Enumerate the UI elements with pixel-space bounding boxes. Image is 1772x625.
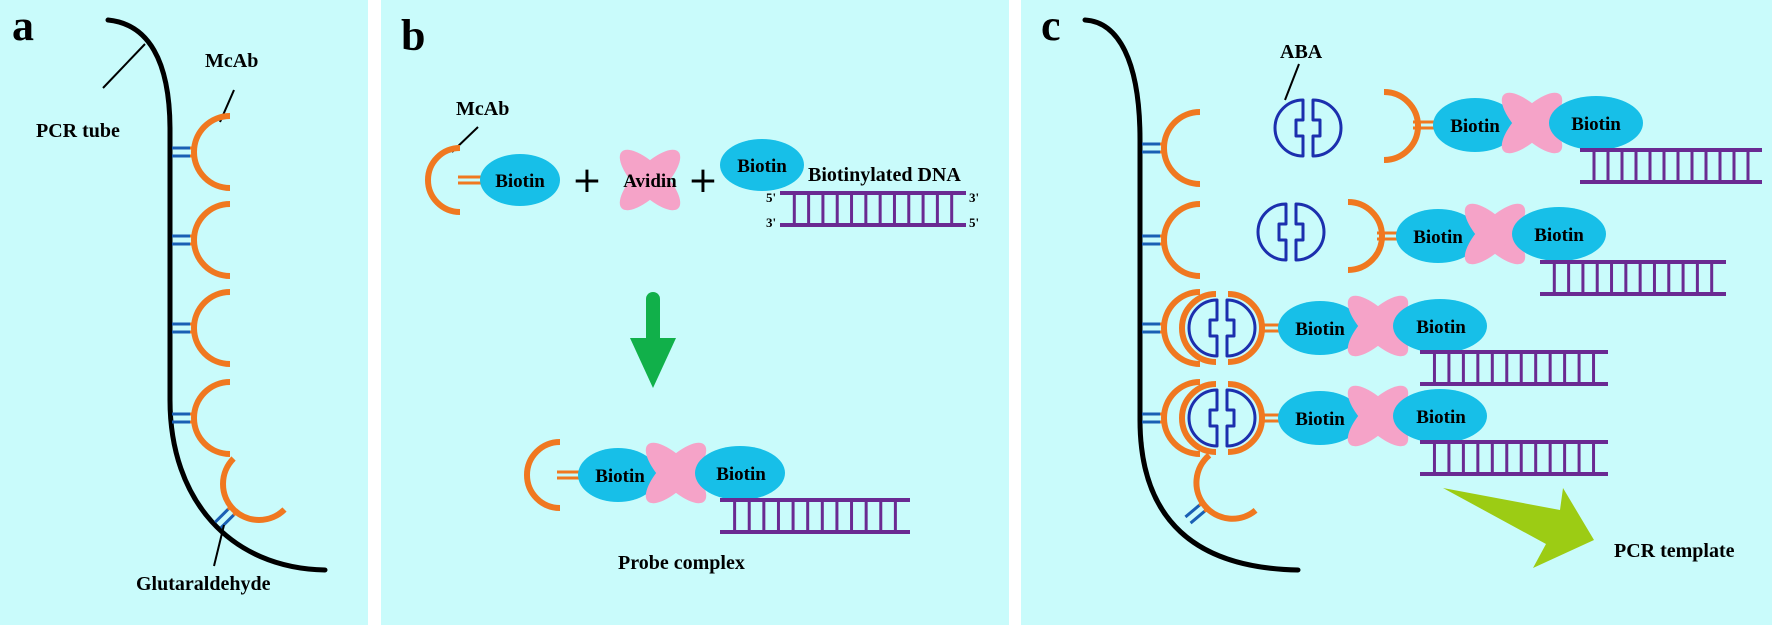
aba-label: ABA <box>1280 41 1323 63</box>
biotin-label-c2a: Biotin <box>1413 227 1463 248</box>
biotin-label-c4b: Biotin <box>1416 407 1466 428</box>
probe-complex-label: Probe complex <box>618 552 745 574</box>
biotin-label-b4: Biotin <box>716 464 766 485</box>
probe-complex-c1: Biotin Biotin <box>1383 84 1762 184</box>
pcr-template-arrow <box>1443 488 1594 568</box>
panel-b-letter: b <box>401 11 425 60</box>
aba-bound-2 <box>1179 381 1265 455</box>
biotin-label-c1a: Biotin <box>1450 116 1500 137</box>
panel-c: c ABA <box>1041 1 1762 573</box>
biotin-label-b3: Biotin <box>595 466 645 487</box>
panel-a: a PCR tube McAb Glutaraldehyde <box>12 1 328 595</box>
plus-sign-2: + <box>688 160 718 201</box>
probe-complex-c2: Biotin Biotin <box>1347 195 1726 296</box>
three-prime-bottom: 3' <box>766 215 776 230</box>
five-prime-top: 5' <box>766 190 776 205</box>
five-prime-bottom: 5' <box>969 215 979 230</box>
dna-duplex-b2 <box>720 498 910 534</box>
panel-b-background <box>381 0 1009 625</box>
biotinylated-dna: Biotin Biotinylated DNA 5' 3' 3' 5' <box>720 139 979 230</box>
probe-complex-c4: Biotin Biotin <box>1262 377 1608 476</box>
glutaraldehyde-pointer <box>213 524 225 567</box>
three-prime-top: 3' <box>969 190 979 205</box>
aba-bound-1 <box>1179 291 1265 365</box>
mcab-label-a: McAb <box>205 50 258 72</box>
probe-complex: Biotin Biotin <box>524 434 910 534</box>
biotin-label-b2: Biotin <box>737 156 787 177</box>
reaction-arrow <box>630 292 676 388</box>
biotin-label-b1: Biotin <box>495 171 545 192</box>
biotin-label-c2b: Biotin <box>1534 225 1584 246</box>
plus-sign-1: + <box>572 160 602 201</box>
pcr-tube-label: PCR tube <box>36 120 120 142</box>
glutaraldehyde-label: Glutaraldehyde <box>136 573 271 595</box>
pcr-tube-pointer <box>102 43 146 89</box>
pcr-template-label: PCR template <box>1614 540 1735 562</box>
biotinylated-dna-label: Biotinylated DNA <box>808 164 961 186</box>
avidin-b: Avidin <box>611 141 689 219</box>
avidin-label: Avidin <box>623 171 677 192</box>
mcab-biotin-conjugate: Biotin <box>425 145 560 215</box>
panel-b: b McAb Biotin + Avidin + Biotin Biotinyl… <box>401 11 979 574</box>
biotin-label-c4a: Biotin <box>1295 409 1345 430</box>
probe-complex-c3: Biotin Biotin <box>1262 287 1608 386</box>
panel-a-background <box>0 0 368 625</box>
pcr-tube-wall <box>105 17 328 573</box>
pcr-tube-wall-c <box>1082 17 1301 573</box>
aba-pointer <box>1284 63 1300 101</box>
biotin-label-c1b: Biotin <box>1571 114 1621 135</box>
biotin-label-c3b: Biotin <box>1416 317 1466 338</box>
mcab-label-b: McAb <box>456 98 509 120</box>
dna-duplex-b1 <box>780 191 966 227</box>
panel-a-letter: a <box>12 1 34 50</box>
biotin-label-c3a: Biotin <box>1295 319 1345 340</box>
panel-c-letter: c <box>1041 1 1061 50</box>
